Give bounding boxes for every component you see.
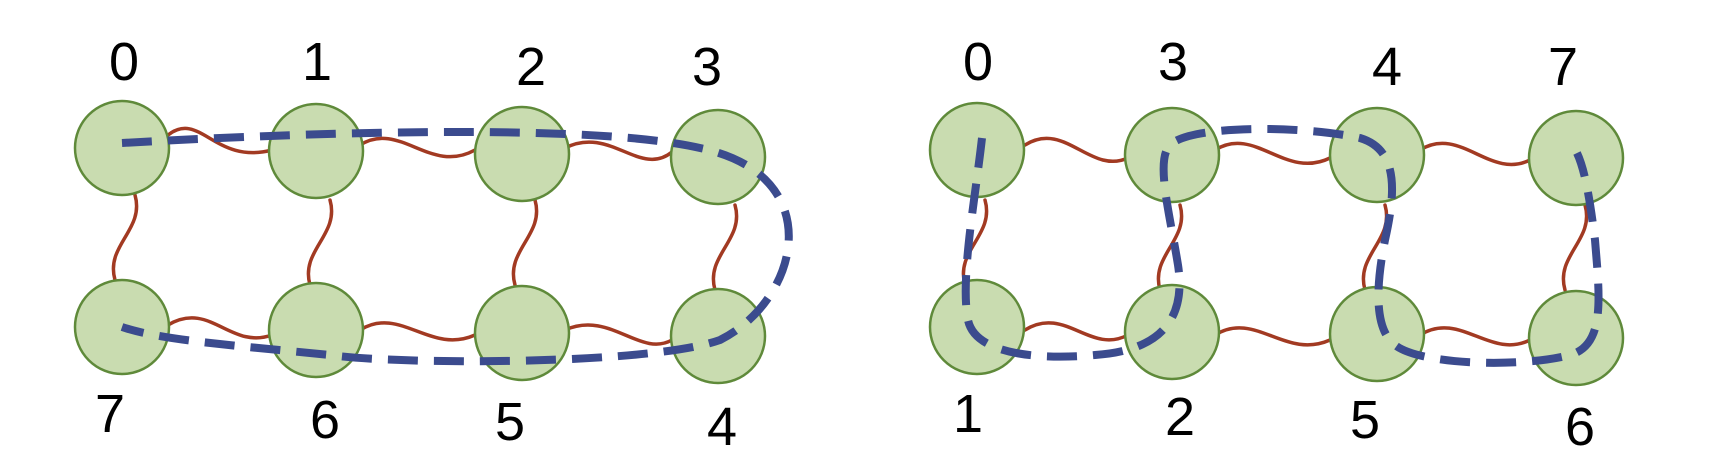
right-label-bottom-1: 1: [953, 384, 983, 444]
right-edge-bot-2-5: [1213, 326, 1332, 347]
right-label-bottom-2: 2: [1165, 387, 1195, 447]
left-label-top-2: 2: [516, 37, 546, 97]
left-node-0: [73, 99, 171, 197]
right-node-2: [1123, 283, 1221, 381]
right-label-top-7: 7: [1548, 37, 1578, 97]
left-edge-vert-2-5: [511, 198, 539, 287]
left-edge-vert-3-4: [711, 203, 739, 292]
right-label-top-4: 4: [1372, 37, 1402, 97]
left-edge-top-1-2: [358, 136, 477, 159]
left-node-6: [267, 281, 365, 379]
left-edge-top-2-3: [563, 140, 674, 162]
right-edge-vert-7-6: [1561, 203, 1589, 292]
left-edge-bot-7-6: [166, 316, 274, 340]
right-label-top-3: 3: [1158, 32, 1188, 92]
right-node-3: [1123, 106, 1221, 204]
right-edge-vert-3-2: [1156, 203, 1184, 292]
left-node-3: [669, 108, 767, 206]
left-node-5: [473, 284, 571, 382]
right-label-top-0: 0: [963, 32, 993, 92]
left-label-bottom-4: 4: [707, 397, 737, 457]
left-edge-bot-5-4: [563, 323, 674, 346]
left-edge-top-0-1: [166, 126, 274, 155]
left-label-top-0: 0: [109, 32, 139, 92]
right-node-4: [1328, 106, 1426, 204]
left-label-bottom-7: 7: [95, 384, 125, 444]
right-edge-vert-0-1: [961, 198, 989, 287]
right-edge-top-3-4: [1213, 141, 1332, 166]
right-ring-path: [961, 125, 1603, 367]
left-ring-path: [120, 128, 793, 366]
right-graph: 0 3 4 7 1 2 5 6: [928, 32, 1625, 457]
left-graph: 0 1 2 3 7 6 5 4: [73, 32, 793, 457]
right-edge-bot-5-6: [1418, 326, 1532, 347]
left-edge-bot-6-5: [358, 321, 477, 342]
right-edge-top-0-3: [1023, 136, 1130, 164]
left-label-top-3: 3: [692, 37, 722, 97]
left-node-2: [473, 105, 571, 203]
right-edge-top-4-7: [1418, 141, 1532, 167]
right-edge-bot-1-2: [1023, 321, 1130, 342]
left-node-4: [669, 287, 767, 385]
left-label-top-1: 1: [302, 32, 332, 92]
right-label-bottom-5: 5: [1350, 390, 1380, 450]
right-node-1: [928, 278, 1026, 376]
left-edge-vert-0-7: [111, 193, 139, 282]
right-node-6: [1527, 289, 1625, 387]
left-label-bottom-6: 6: [310, 390, 340, 450]
left-node-1: [267, 102, 365, 200]
right-label-bottom-6: 6: [1565, 397, 1595, 457]
left-label-bottom-5: 5: [495, 392, 525, 452]
right-node-5: [1328, 285, 1426, 383]
left-edge-vert-1-6: [306, 198, 334, 287]
